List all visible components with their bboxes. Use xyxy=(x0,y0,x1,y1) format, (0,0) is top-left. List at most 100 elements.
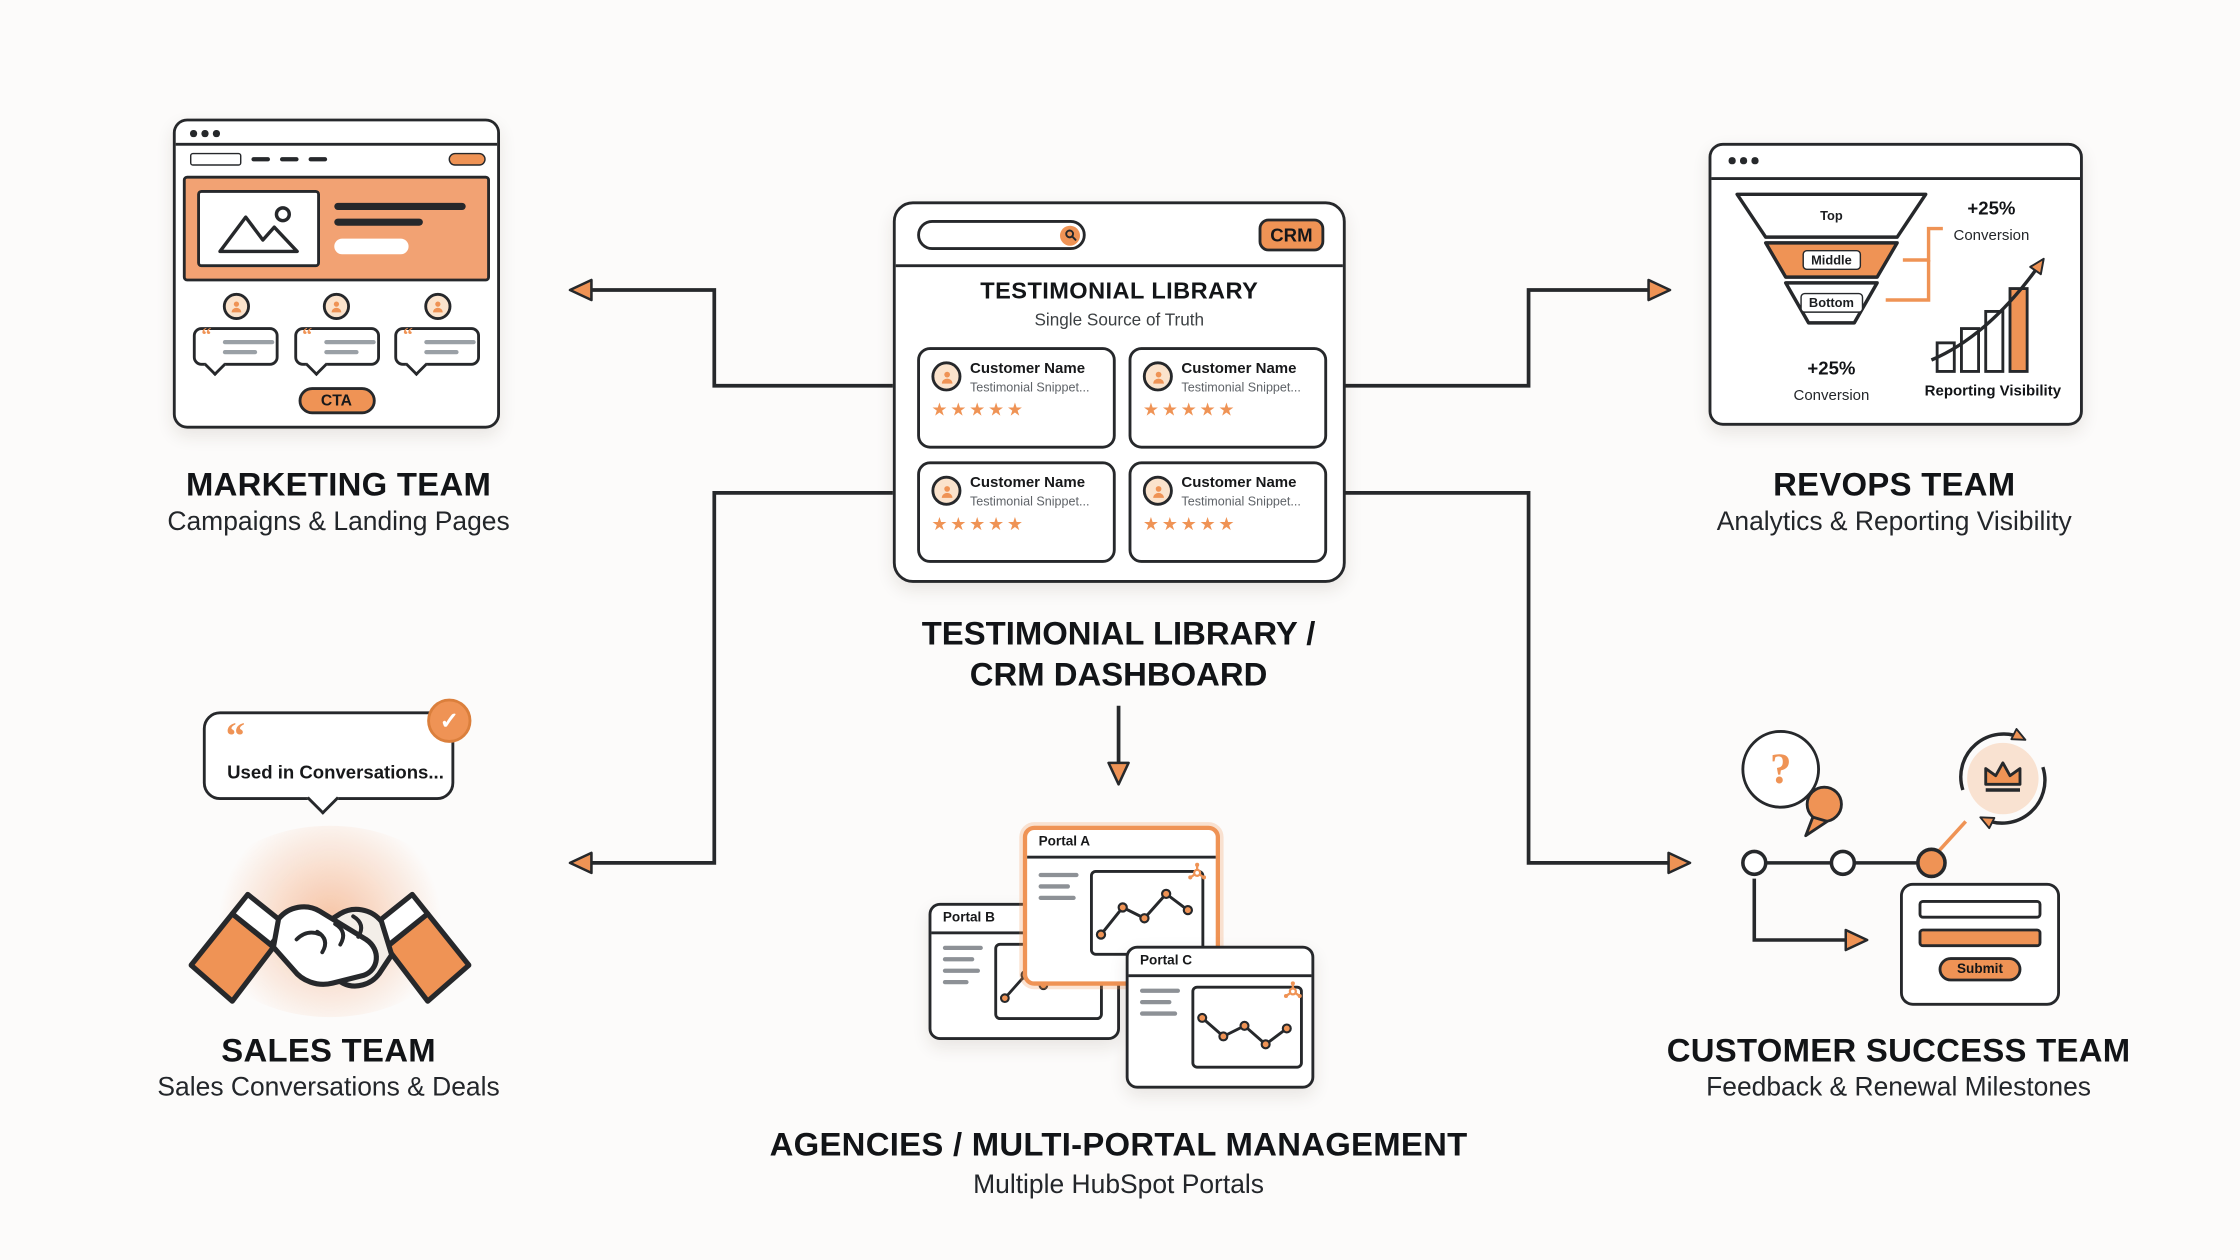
portal-title: Portal B xyxy=(942,909,995,926)
crm-badge: CRM xyxy=(1258,218,1325,252)
portal-title: Portal A xyxy=(1038,834,1091,850)
handshake-icon xyxy=(188,891,472,1004)
nav-link-placeholder[interactable] xyxy=(251,157,270,162)
customer-name: Customer Name xyxy=(1181,359,1297,378)
star-rating: ★★★★★ xyxy=(931,513,1026,534)
address-bar[interactable] xyxy=(189,152,242,166)
testimonial-card: Customer Name Testimonial Snippet... ★★★… xyxy=(917,347,1116,449)
star-rating: ★★★★★ xyxy=(1142,399,1238,420)
sales-team-title: SALES TEAM xyxy=(221,1031,436,1069)
conversion-value: +25% xyxy=(1807,357,1856,379)
testimonial-library-window: CRM TESTIMONIAL LIBRARY Single Source of… xyxy=(892,201,1346,583)
funnel-connector xyxy=(1902,226,1943,262)
window-dots-icon xyxy=(1728,157,1758,164)
agencies-subtitle: Multiple HubSpot Portals xyxy=(973,1168,1264,1199)
milestone-timeline xyxy=(1741,820,1968,952)
feedback-form: Submit xyxy=(1899,882,2060,1006)
conversion-label: Conversion xyxy=(1793,387,1870,405)
nav-link-placeholder[interactable] xyxy=(308,157,328,162)
question-mark: ? xyxy=(1769,744,1792,793)
library-subtitle: Single Source of Truth xyxy=(1034,309,1205,330)
search-icon[interactable] xyxy=(1059,224,1080,245)
bar-chart-bar-highlight xyxy=(2008,287,2029,373)
testimonial-snippet: Testimonial Snippet... xyxy=(1181,379,1301,394)
chat-bubble-icon xyxy=(1804,785,1843,838)
refresh-arrow xyxy=(1979,766,2047,830)
hero-text-lines xyxy=(334,202,466,255)
submit-button[interactable]: Submit xyxy=(1938,957,2022,982)
crown-icon xyxy=(1984,761,2022,792)
sidebar-lines xyxy=(1038,872,1079,907)
quote-icon: “ xyxy=(302,325,313,348)
marketing-landing-page-mockup: “ “ “ xyxy=(172,118,500,429)
refresh-arrow xyxy=(1959,728,2027,791)
line-chart xyxy=(1089,869,1205,956)
sales-bubble-text: Used in Conversations... xyxy=(227,761,444,783)
library-title: TESTIMONIAL LIBRARY xyxy=(980,278,1259,305)
hubspot-sprocket-icon xyxy=(1281,980,1304,1003)
hero-button[interactable] xyxy=(334,238,409,255)
conversion-stat: +25% Conversion xyxy=(1793,357,1869,409)
testimonial-card: Customer Name Testimonial Snippet... ★★★… xyxy=(1128,347,1328,449)
quote-icon: “ xyxy=(201,325,212,348)
check-badge-icon: ✓ xyxy=(427,698,472,743)
arrow-center-to-revops xyxy=(1344,278,1672,388)
arrow-center-to-sales xyxy=(568,490,893,875)
window-divider xyxy=(1128,974,1312,978)
hero-section xyxy=(182,175,490,282)
revops-team-subtitle: Analytics & Reporting Visibility xyxy=(1716,505,2072,536)
testimonial-column: “ xyxy=(190,292,281,366)
customer-name: Customer Name xyxy=(969,474,1086,492)
form-field[interactable] xyxy=(1918,899,2042,919)
funnel-label-top: Top xyxy=(1820,208,1843,223)
revops-analytics-mockup: Top Middle Bottom +25% Conversion +25% C… xyxy=(1708,142,2083,426)
window-divider xyxy=(1027,855,1216,859)
center-caption-line2: CRM DASHBOARD xyxy=(969,655,1268,693)
sidebar-lines xyxy=(1139,988,1180,1023)
line-chart xyxy=(1191,985,1303,1069)
user-avatar-icon xyxy=(931,476,962,507)
customer-name: Customer Name xyxy=(1181,474,1297,492)
question-bubble-icon: ? xyxy=(1741,729,1820,809)
success-team-title: CUSTOMER SUCCESS TEAM xyxy=(1666,1031,2131,1069)
search-input[interactable] xyxy=(917,219,1086,250)
sales-team-subtitle: Sales Conversations & Deals xyxy=(157,1071,500,1102)
form-field-filled[interactable] xyxy=(1918,928,2042,948)
header-button[interactable] xyxy=(448,152,486,166)
milestone-node-active xyxy=(1916,847,1947,879)
user-avatar-icon xyxy=(1142,476,1173,507)
mini-testimonial-bubble: “ xyxy=(293,325,380,366)
hubspot-sprocket-icon xyxy=(1186,861,1209,884)
funnel-connector xyxy=(1885,259,1931,302)
quote-icon: “ xyxy=(225,714,245,758)
user-avatar-icon xyxy=(322,292,350,320)
testimonial-snippet: Testimonial Snippet... xyxy=(1181,493,1301,508)
testimonial-snippet: Testimonial Snippet... xyxy=(969,379,1090,394)
bar-chart-bar xyxy=(1984,309,2005,373)
quote-icon: “ xyxy=(402,325,413,348)
arrow-to-form xyxy=(1752,878,1869,952)
testimonial-column: “ xyxy=(391,292,482,366)
star-rating: ★★★★★ xyxy=(1142,513,1238,534)
cta-button[interactable]: CTA xyxy=(297,387,375,415)
arrow-center-to-marketing xyxy=(568,278,893,388)
window-dots-icon xyxy=(189,129,220,137)
user-avatar-icon xyxy=(423,292,451,320)
user-avatar-icon xyxy=(222,292,250,320)
window-divider xyxy=(895,264,1343,268)
customer-name: Customer Name xyxy=(969,359,1086,378)
conversion-label: Conversion xyxy=(1953,227,2030,245)
agencies-title: AGENCIES / MULTI-PORTAL MANAGEMENT xyxy=(769,1125,1468,1163)
user-avatar-icon xyxy=(1142,361,1173,392)
revops-team-title: REVOPS TEAM xyxy=(1773,465,2016,503)
conversion-stat: +25% Conversion xyxy=(1953,197,2029,249)
nav-link-placeholder[interactable] xyxy=(279,157,299,162)
growth-arrow-icon xyxy=(1930,257,2045,362)
marketing-team-subtitle: Campaigns & Landing Pages xyxy=(167,505,510,536)
funnel-label-bottom: Bottom xyxy=(1800,292,1863,313)
funnel-label-middle: Middle xyxy=(1802,249,1861,270)
testimonial-card: Customer Name Testimonial Snippet... ★★★… xyxy=(1128,461,1328,563)
marketing-team-title: MARKETING TEAM xyxy=(185,465,492,503)
